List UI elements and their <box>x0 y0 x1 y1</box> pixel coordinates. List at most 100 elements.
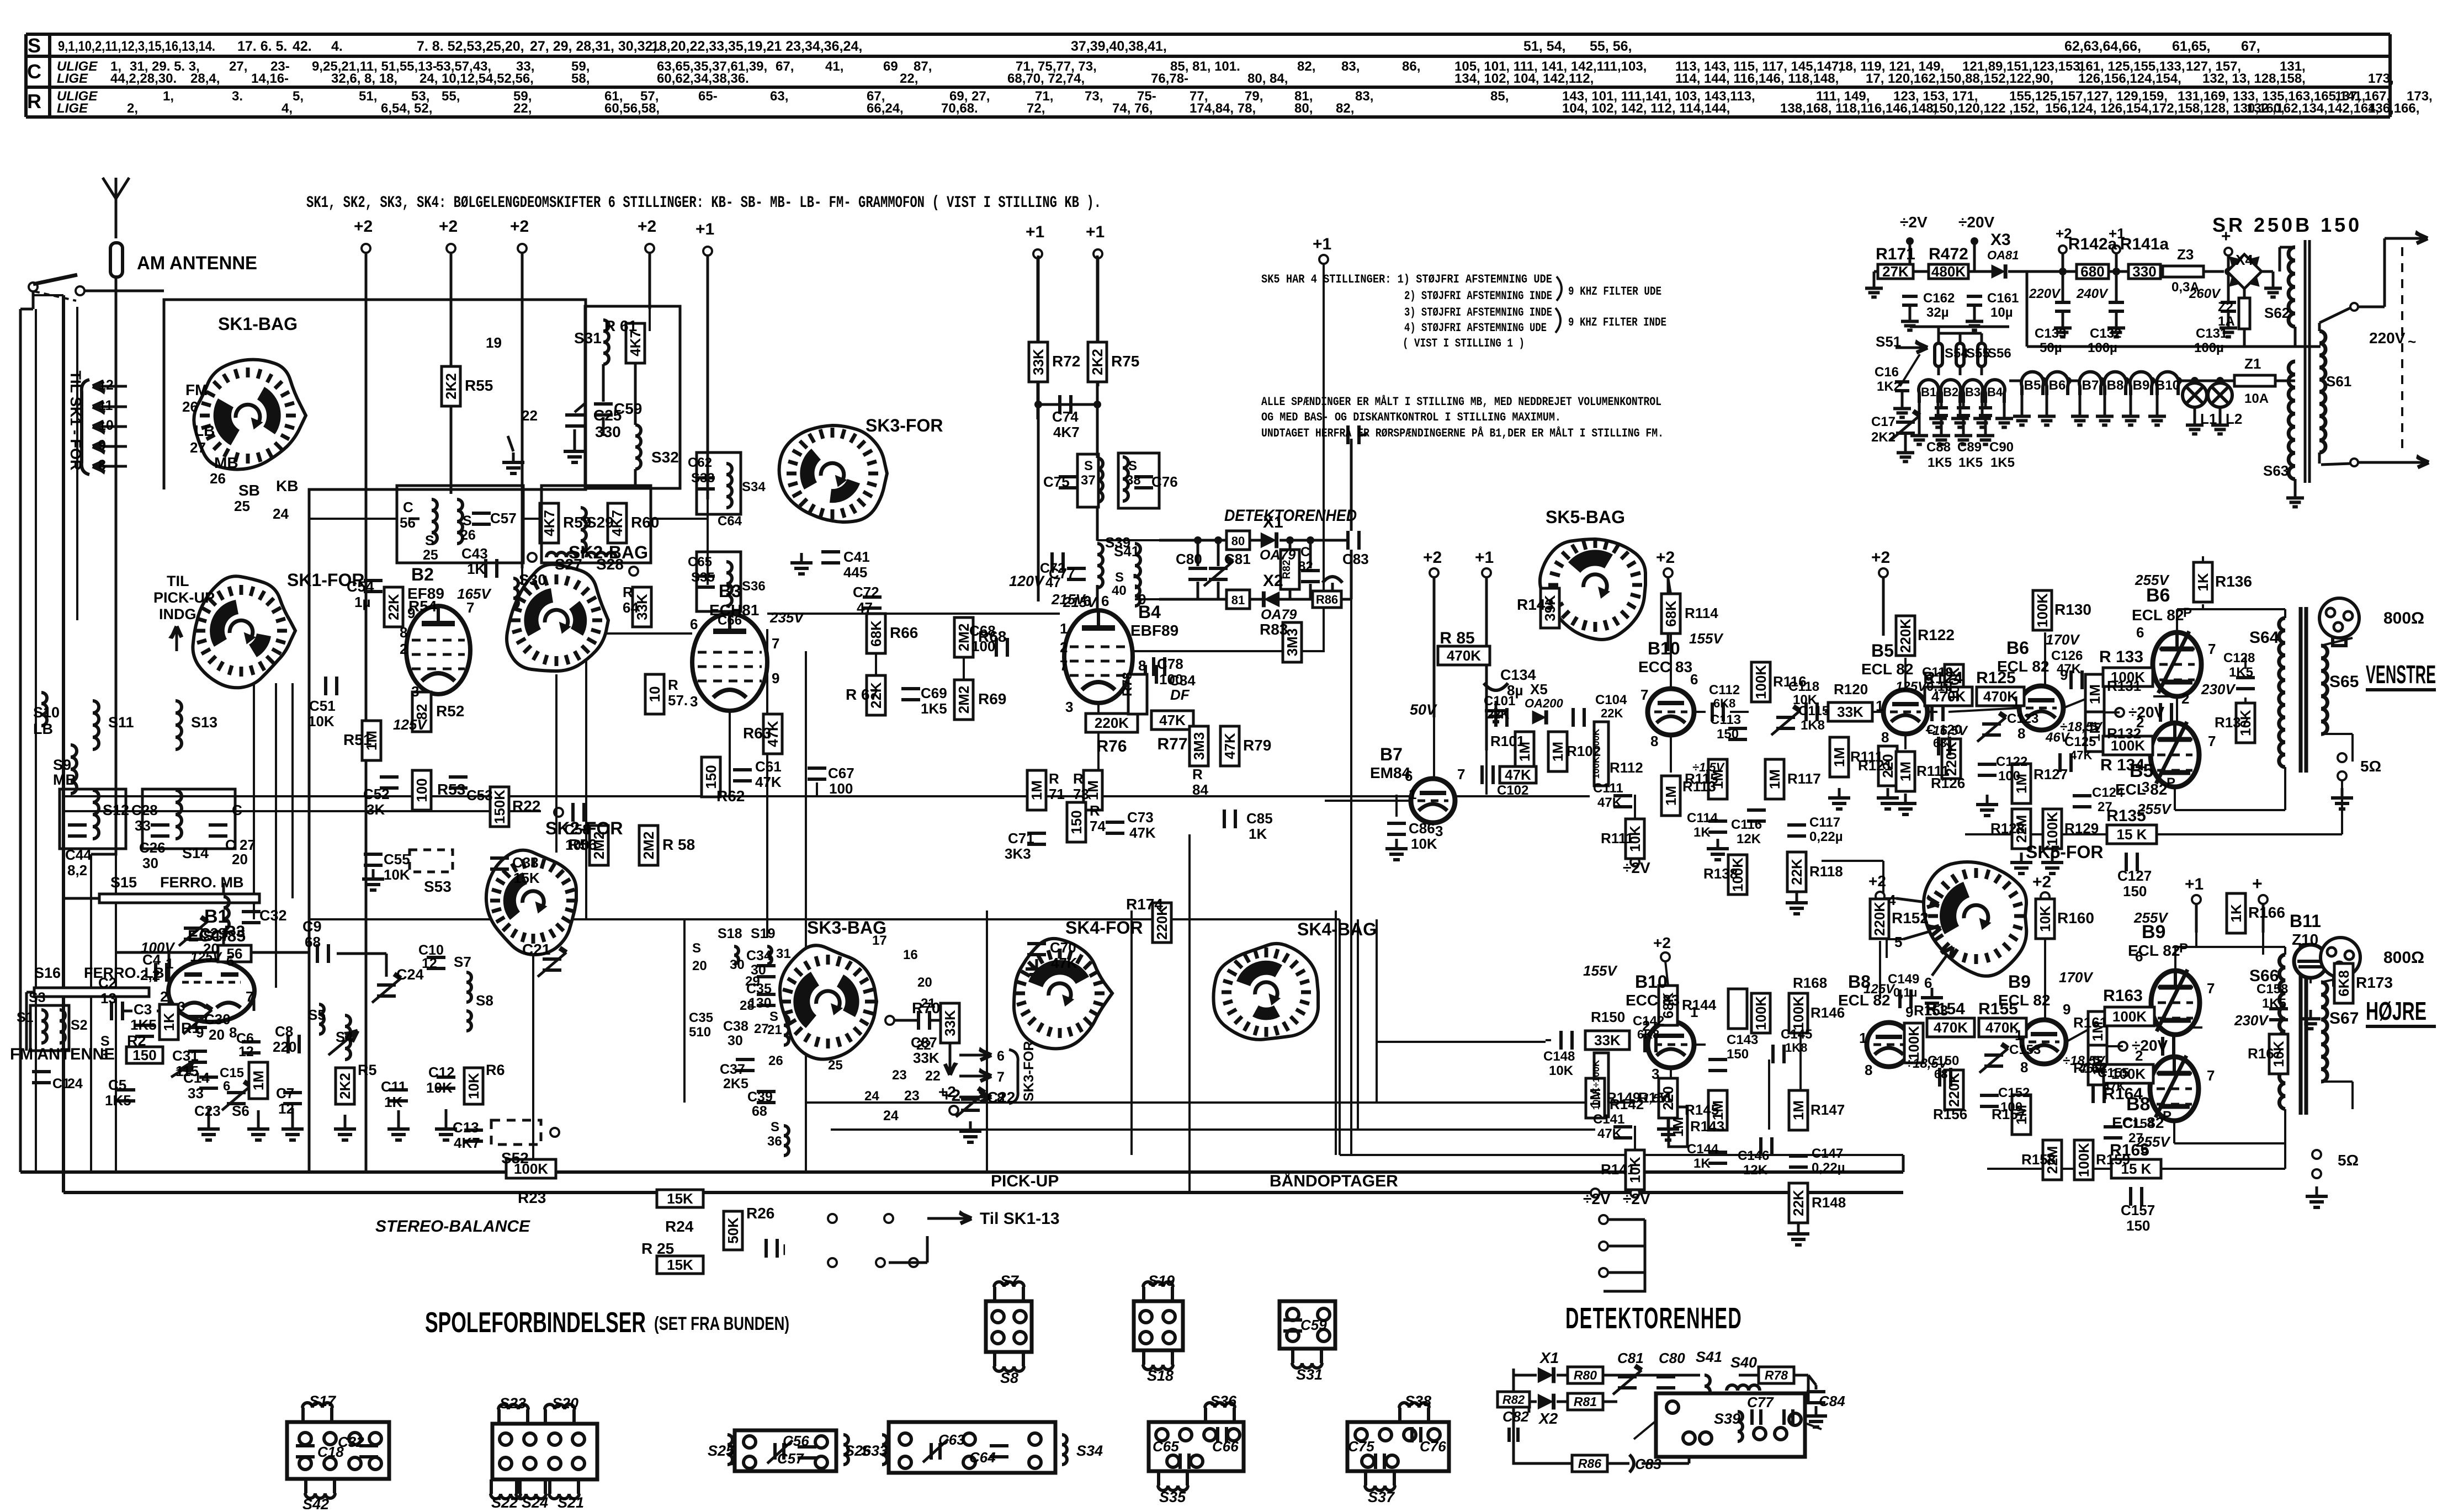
svg-text:0,3A: 0,3A <box>2171 280 2200 295</box>
svg-text:1K2: 1K2 <box>1877 379 1901 394</box>
svg-text:33,: 33, <box>516 59 534 74</box>
svg-text:40: 40 <box>1112 583 1127 598</box>
svg-text:0,1µ: 0,1µ <box>1893 986 1917 999</box>
svg-text:33K: 33K <box>1594 1032 1621 1048</box>
svg-text:84: 84 <box>1192 781 1208 798</box>
svg-text:C64: C64 <box>718 514 742 529</box>
svg-text:S: S <box>771 1120 779 1135</box>
svg-text:75-: 75- <box>1137 89 1156 104</box>
svg-text:+2: +2 <box>2032 873 2051 891</box>
svg-text:+2: +2 <box>938 1083 956 1100</box>
svg-text:R147: R147 <box>1811 1101 1845 1118</box>
svg-text:C58: C58 <box>564 821 591 838</box>
svg-text:29: 29 <box>745 974 760 989</box>
svg-text:R52: R52 <box>436 702 464 720</box>
svg-text:C59: C59 <box>1300 1317 1327 1333</box>
svg-text:C75: C75 <box>1043 473 1070 490</box>
svg-text:100K: 100K <box>2075 1143 2092 1177</box>
svg-text:C75: C75 <box>1348 1438 1374 1455</box>
svg-text:R162: R162 <box>2073 1060 2107 1076</box>
svg-text:SK4-BAG: SK4-BAG <box>1297 919 1377 939</box>
svg-text:C124: C124 <box>2092 785 2124 800</box>
svg-text:P: P <box>2167 775 2175 790</box>
svg-text:C53: C53 <box>466 787 493 803</box>
svg-text:2: 2 <box>2135 1047 2143 1064</box>
svg-text:3: 3 <box>178 999 185 1014</box>
svg-text:100µ: 100µ <box>2194 340 2224 355</box>
svg-text:155V: 155V <box>1583 962 1618 979</box>
svg-text:15K: 15K <box>667 1257 693 1273</box>
svg-text:C153: C153 <box>2009 1042 2041 1057</box>
svg-text:17. 6. 5.: 17. 6. 5. <box>237 39 287 54</box>
svg-text:R: R <box>623 584 633 600</box>
svg-text:6: 6 <box>226 952 234 969</box>
svg-text:47K: 47K <box>1159 712 1186 728</box>
svg-text:69, 27,: 69, 27, <box>949 89 990 104</box>
svg-text:59,: 59, <box>513 89 532 104</box>
svg-text:1M: 1M <box>1670 1117 1686 1137</box>
svg-text:R167: R167 <box>2248 1045 2282 1062</box>
svg-text:C15: C15 <box>220 1066 244 1080</box>
svg-text:47K: 47K <box>764 721 781 747</box>
svg-text:6: 6 <box>1690 671 1698 688</box>
svg-text:10K: 10K <box>308 713 335 730</box>
svg-text:R150: R150 <box>1591 1009 1625 1025</box>
svg-text:C 27: C 27 <box>225 837 256 853</box>
svg-text:68: 68 <box>1934 1067 1947 1081</box>
svg-text:1: 1 <box>166 955 173 972</box>
svg-text:C150: C150 <box>1928 1053 1959 1068</box>
svg-text:R: R <box>27 90 41 113</box>
svg-text:255V: 255V <box>2135 572 2170 588</box>
svg-text:9: 9 <box>2060 667 2068 683</box>
svg-text:6K8: 6K8 <box>1637 1027 1659 1041</box>
svg-text:21: 21 <box>767 1023 782 1037</box>
svg-text:C32: C32 <box>259 907 287 924</box>
svg-text:56: 56 <box>227 945 243 962</box>
svg-text:R 25: R 25 <box>641 1240 674 1257</box>
svg-text:FERRO. MB: FERRO. MB <box>160 874 244 891</box>
svg-text:R124: R124 <box>1923 669 1963 687</box>
svg-text:5Ω: 5Ω <box>2338 1152 2359 1169</box>
svg-text:FERRO. LB: FERRO. LB <box>84 965 164 981</box>
svg-text:6: 6 <box>223 1079 230 1094</box>
svg-text:+2: +2 <box>1868 872 1886 890</box>
svg-text:S54: S54 <box>1945 346 1968 361</box>
svg-text:24, 10,12,54,52,56,: 24, 10,12,54,52,56, <box>420 71 534 86</box>
svg-text:8: 8 <box>997 1090 1005 1106</box>
svg-text:÷20V: ÷20V <box>2128 704 2165 721</box>
svg-text:S32: S32 <box>651 449 679 466</box>
svg-text:800Ω: 800Ω <box>2383 949 2424 967</box>
svg-text:+2: +2 <box>1423 549 1442 567</box>
svg-text:39K: 39K <box>1542 595 1558 621</box>
svg-text:156,124, 126,154,172,158,128,: 156,124, 126,154,172,158,128, 130,160, <box>2045 101 2285 116</box>
svg-text:C31: C31 <box>172 1047 199 1064</box>
svg-text:S34: S34 <box>1076 1442 1103 1459</box>
svg-text:3) STØJFRI AFSTEMNING INDE: 3) STØJFRI AFSTEMNING INDE <box>1404 306 1552 320</box>
svg-text:74: 74 <box>1090 818 1106 834</box>
svg-text:8,2: 8,2 <box>67 862 87 879</box>
svg-text:S24: S24 <box>522 1494 548 1509</box>
svg-text:B8: B8 <box>2107 378 2124 393</box>
svg-text:174,84, 78,: 174,84, 78, <box>1190 101 1256 116</box>
svg-text:1: 1 <box>1859 1030 1867 1046</box>
svg-text:S28: S28 <box>596 556 624 573</box>
svg-text:X3: X3 <box>1990 231 2011 249</box>
svg-text:22M: 22M <box>2013 815 2030 843</box>
svg-text:33K: 33K <box>1837 704 1863 720</box>
svg-text:S1: S1 <box>17 1010 34 1025</box>
svg-text:1: 1 <box>2012 693 2020 710</box>
svg-text:47K: 47K <box>1051 955 1077 971</box>
svg-text:R113: R113 <box>1682 778 1716 795</box>
svg-text:12: 12 <box>278 1100 294 1117</box>
svg-text:82: 82 <box>1298 559 1313 574</box>
svg-text:R174: R174 <box>1126 896 1163 913</box>
svg-text:+2: +2 <box>638 217 656 236</box>
svg-text:B10: B10 <box>1635 972 1668 992</box>
svg-text:10K: 10K <box>1627 1157 1643 1183</box>
svg-text:136,166,: 136,166, <box>2368 101 2419 116</box>
svg-text:111, 149,: 111, 149, <box>1816 89 1870 104</box>
svg-text:5,: 5, <box>293 89 304 104</box>
svg-text:220K: 220K <box>1095 715 1129 731</box>
svg-text:LB: LB <box>33 721 53 737</box>
svg-text:R75: R75 <box>1111 353 1139 370</box>
